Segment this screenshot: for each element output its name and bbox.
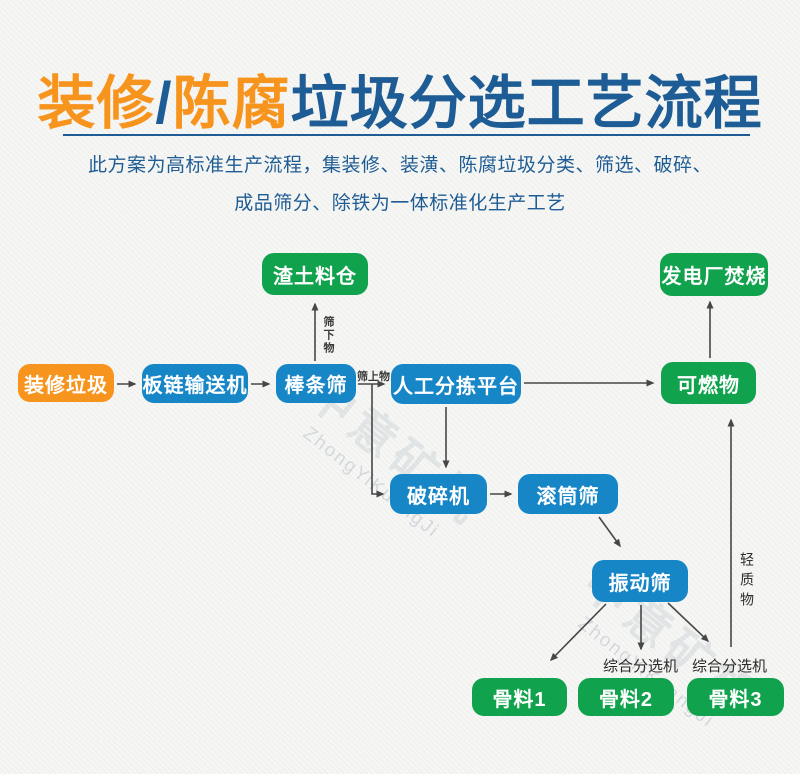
- subtitle-line-1: 此方案为高标准生产流程，集装修、装潢、陈腐垃圾分类、筛选、破碎、: [87, 155, 712, 176]
- node-label: 骨料2: [598, 688, 654, 711]
- node-aggregate-1: 骨料1: [472, 678, 567, 716]
- title-segment-orange-1: 装修: [37, 70, 156, 136]
- infographic-canvas: 中意矿机 ZhongYiKuangJi 中意矿机 ZhongYiKuangJi …: [0, 65, 800, 732]
- node-label: 骨料3: [708, 688, 763, 711]
- node-vibrating-screen: 振动筛: [592, 560, 688, 602]
- title-slash: /: [155, 70, 173, 136]
- node-bar-screen: 棒条筛: [276, 364, 356, 403]
- node-label: 装修垃圾: [24, 374, 108, 397]
- arrow-bar-screen-to-crusher-elbow: [371, 384, 385, 498]
- node-label: 破碎机: [407, 485, 470, 508]
- node-incineration: 发电厂焚烧: [660, 253, 768, 296]
- node-label: 棒条筛: [284, 375, 348, 397]
- node-slag-silo: 渣土料仓: [262, 253, 368, 295]
- page-title: 装修/陈腐垃圾分选工艺流程: [0, 65, 800, 143]
- node-label: 人工分拣平台: [393, 375, 519, 398]
- node-trommel-screen: 滚筒筛: [518, 474, 618, 514]
- watermark: 中意矿机 ZhongYiKuangJi: [521, 520, 800, 774]
- edge-label-separator-left: 综合分选机: [603, 658, 679, 675]
- title-segment-blue: 垃圾分选工艺流程: [290, 70, 763, 136]
- node-combustible: 可燃物: [661, 362, 756, 404]
- watermark-cn-text: 中意矿机: [573, 556, 769, 726]
- arrow-vibrating-to-aggregate-1: [549, 603, 607, 662]
- subtitle-line-2: 成品筛分、除铁为一体标准化生产工艺: [234, 193, 566, 214]
- node-label: 骨料1: [492, 688, 547, 711]
- node-label: 滚筒筛: [536, 485, 600, 508]
- node-crusher: 破碎机: [390, 474, 487, 514]
- node-decoration-waste: 装修垃圾: [18, 364, 114, 402]
- node-label: 可燃物: [677, 374, 740, 397]
- node-manual-sorting: 人工分拣平台: [391, 364, 521, 404]
- arrow-trommel-to-vibrating: [598, 516, 621, 548]
- node-label: 发电厂焚烧: [661, 266, 767, 288]
- edge-label-separator-right: 综合分选机: [692, 658, 768, 675]
- node-plate-conveyor: 板链输送机: [142, 364, 248, 403]
- edge-label-light-material: 轻质物: [739, 552, 755, 612]
- arrow-vibrating-to-aggregate-3: [667, 602, 710, 643]
- edge-label-sieve-underflow: 筛下物: [322, 316, 334, 355]
- title-segment-orange-2: 陈腐: [172, 70, 291, 136]
- node-label: 振动筛: [608, 572, 672, 595]
- node-aggregate-3: 骨料3: [687, 678, 784, 716]
- edge-label-sieve-overflow: 筛上物: [357, 371, 390, 383]
- node-aggregate-2: 骨料2: [578, 678, 674, 716]
- node-label: 渣土料仓: [273, 265, 357, 288]
- title-divider: [63, 134, 750, 136]
- node-label: 板链输送机: [142, 375, 248, 397]
